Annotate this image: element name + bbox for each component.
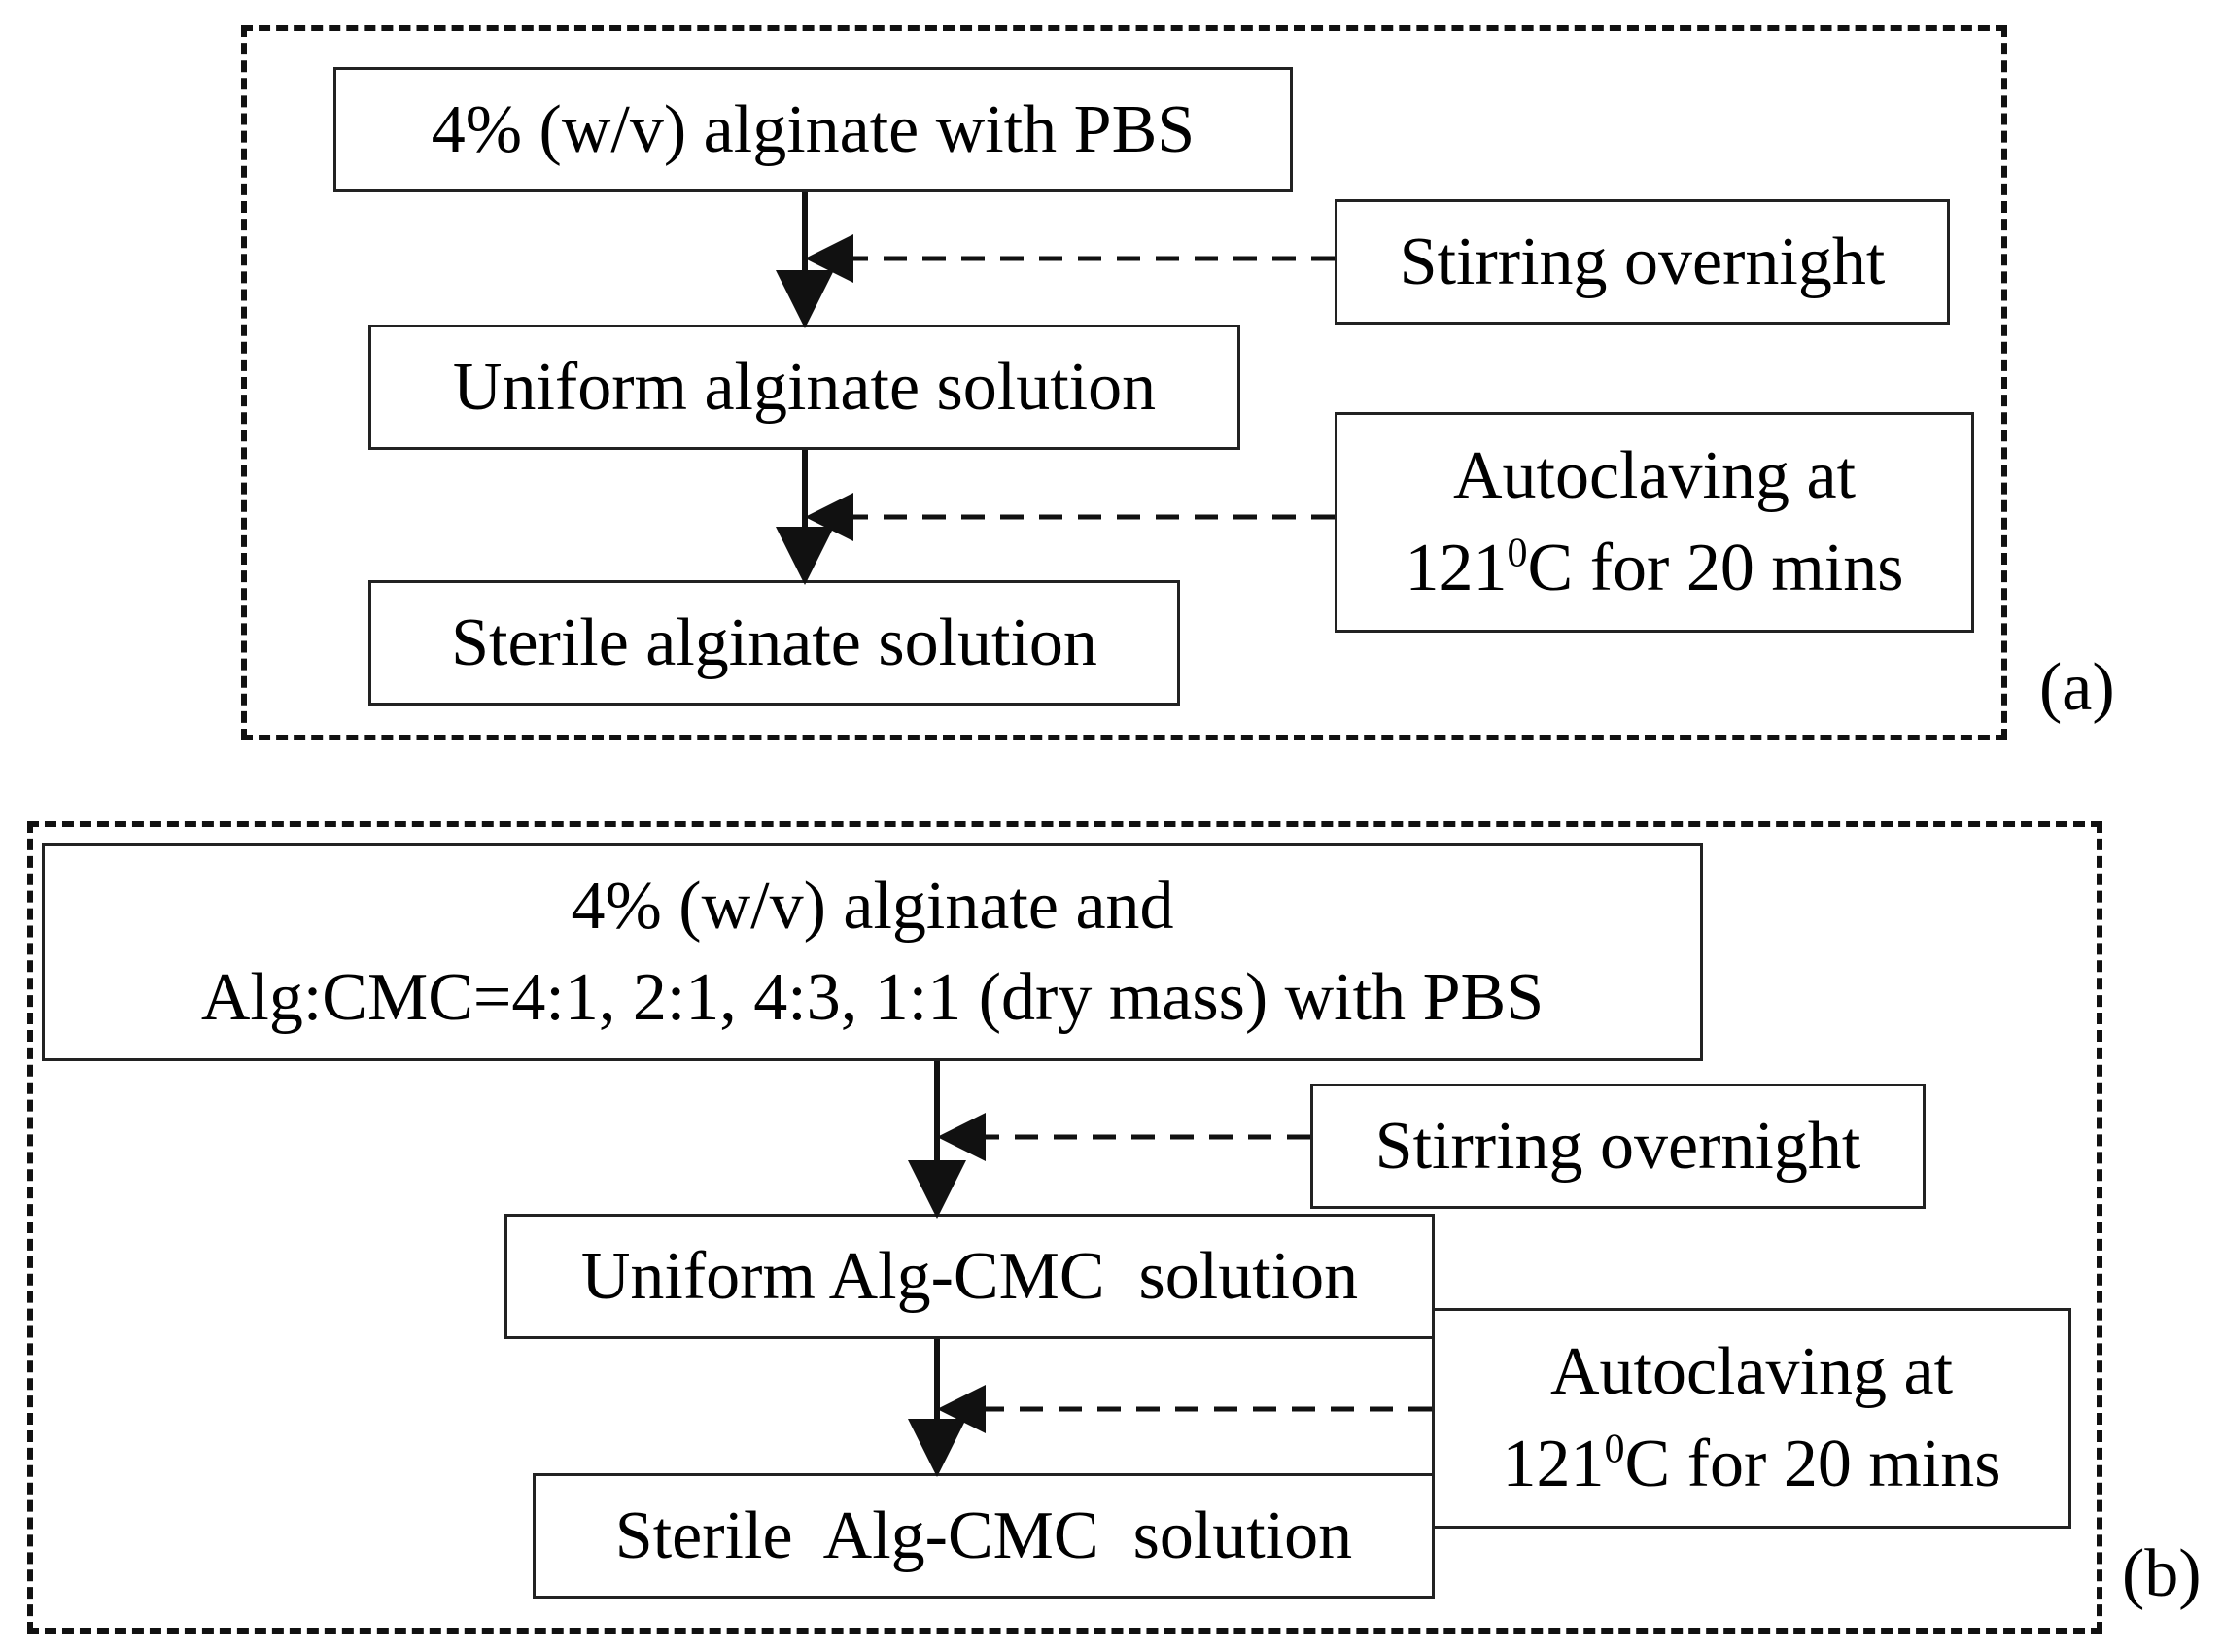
panel-a-process-autoclaving-line2: 1210C for 20 mins: [1405, 530, 1904, 605]
panel-b-process-stirring-text: Stirring overnight: [1374, 1109, 1861, 1184]
panel-a-step-sterile-solution-text: Sterile alginate solution: [451, 605, 1097, 680]
panel-b-process-stirring: Stirring overnight: [1310, 1084, 1926, 1209]
panel-a-step-alginate-pbs-text: 4% (w/v) alginate with PBS: [431, 92, 1196, 167]
panel-a-process-autoclaving-line1: Autoclaving at: [1452, 438, 1857, 513]
panel-b-step-sterile-solution: Sterile Alg-CMC solution: [533, 1473, 1435, 1599]
panel-a-label: (a): [2039, 650, 2115, 725]
panel-b-step-sterile-solution-text: Sterile Alg-CMC solution: [614, 1498, 1353, 1573]
panel-b-process-autoclaving: Autoclaving at 1210C for 20 mins: [1432, 1308, 2071, 1529]
panel-b-step-uniform-solution: Uniform Alg-CMC solution: [504, 1214, 1435, 1339]
panel-b-label: (b): [2122, 1536, 2202, 1611]
panel-b-process-autoclaving-line2: 1210C for 20 mins: [1502, 1426, 2001, 1501]
panel-b-step-alginate-cmc-pbs-line1: 4% (w/v) alginate and: [571, 868, 1174, 944]
panel-a-step-uniform-solution: Uniform alginate solution: [368, 325, 1240, 450]
panel-b-step-uniform-solution-text: Uniform Alg-CMC solution: [580, 1239, 1359, 1314]
panel-b-process-autoclaving-line1: Autoclaving at: [1549, 1334, 1954, 1409]
panel-a-process-stirring-text: Stirring overnight: [1399, 224, 1886, 299]
panel-a-process-stirring: Stirring overnight: [1335, 199, 1950, 325]
panel-b-step-alginate-cmc-pbs-line2: Alg:CMC=4:1, 2:1, 4:3, 1:1 (dry mass) wi…: [200, 960, 1545, 1035]
panel-a-process-autoclaving: Autoclaving at 1210C for 20 mins: [1335, 412, 1974, 633]
panel-b-step-alginate-cmc-pbs: 4% (w/v) alginate and Alg:CMC=4:1, 2:1, …: [42, 843, 1703, 1061]
panel-b-frame: [27, 821, 2102, 1634]
panel-a-step-uniform-solution-text: Uniform alginate solution: [452, 350, 1157, 425]
panel-a-step-sterile-solution: Sterile alginate solution: [368, 580, 1180, 706]
panel-a-step-alginate-pbs: 4% (w/v) alginate with PBS: [333, 67, 1293, 192]
panel-a-frame: [241, 25, 2007, 740]
